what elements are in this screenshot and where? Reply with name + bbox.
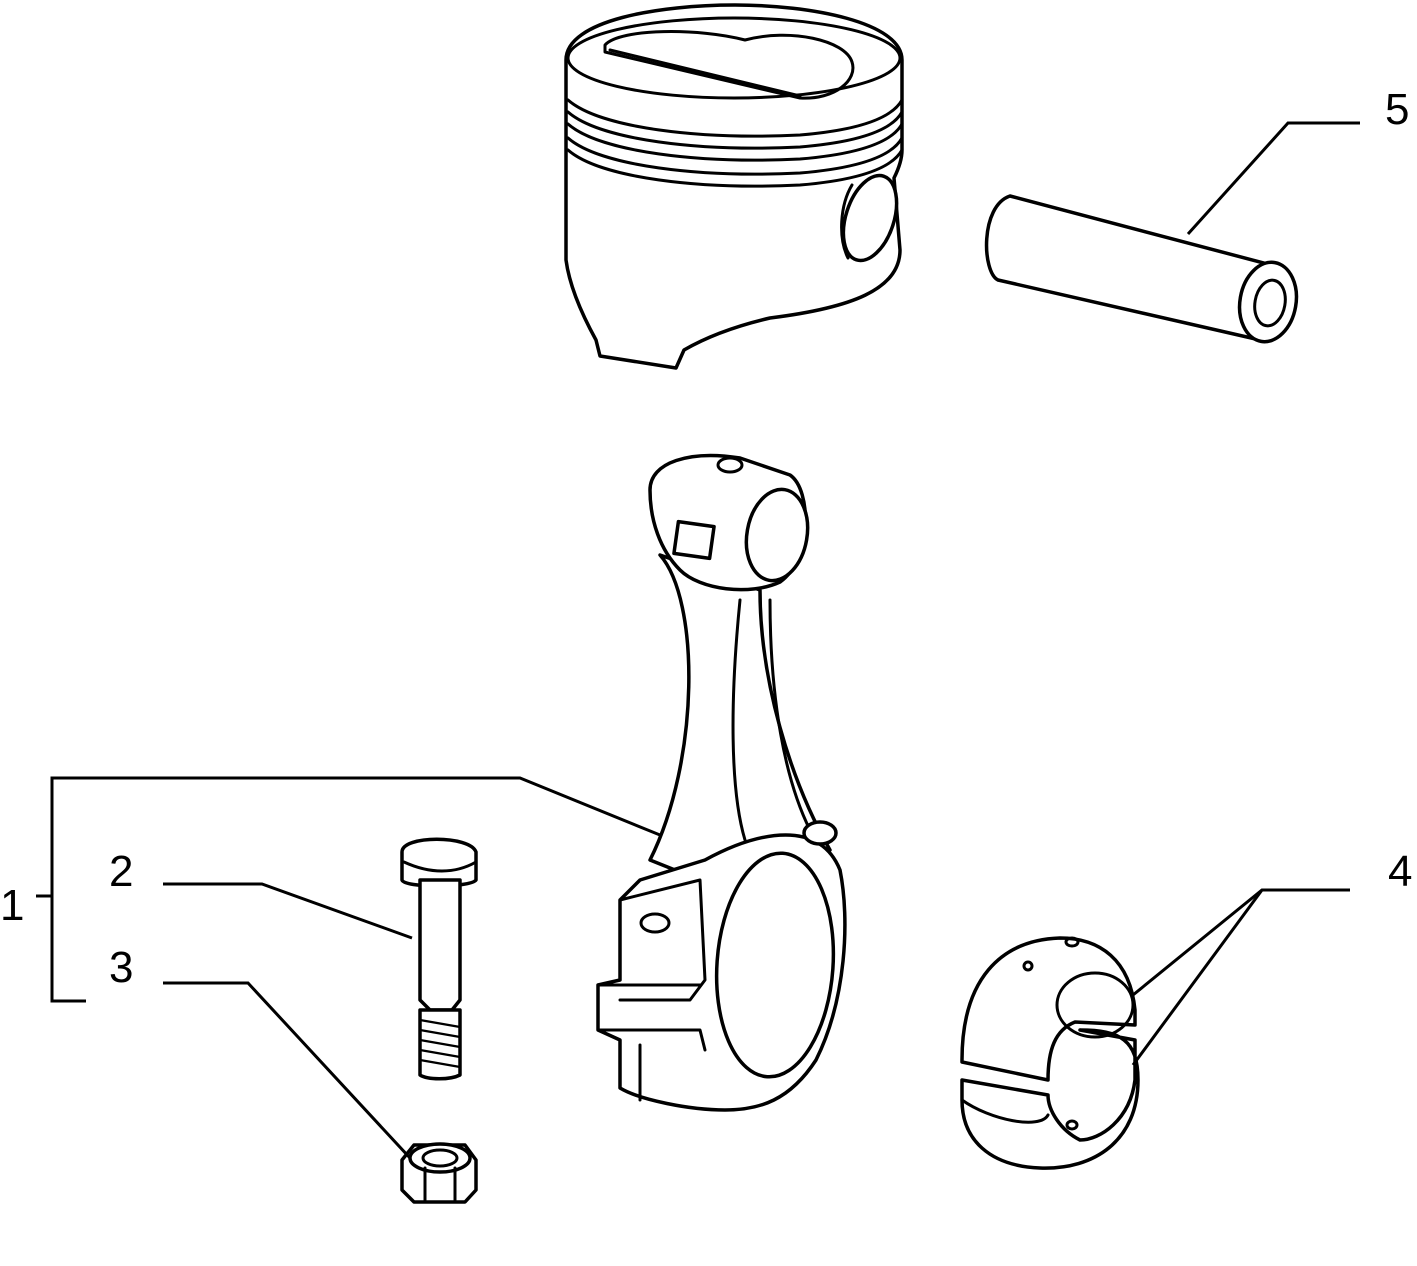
leader-line-4 xyxy=(1132,888,1350,997)
leader-line-1 xyxy=(50,776,661,1003)
callout-1: 1 xyxy=(0,881,25,930)
rod-nut xyxy=(400,1142,478,1204)
leader-line-5 xyxy=(1186,121,1360,236)
callout-2: 2 xyxy=(109,847,134,896)
piston-pin xyxy=(984,194,1299,344)
bearing-shells xyxy=(960,936,1140,1170)
connecting-rod xyxy=(596,453,847,1112)
piston xyxy=(564,3,904,370)
callout-3: 3 xyxy=(109,943,134,992)
callout-4: 4 xyxy=(1388,847,1413,896)
callout-5: 5 xyxy=(1385,85,1410,134)
leader-line-2 xyxy=(163,882,413,940)
leader-lines xyxy=(36,121,1360,1160)
leader-line-4b xyxy=(1131,889,1264,1066)
rod-bolt xyxy=(400,837,478,1081)
leader-line-3 xyxy=(163,981,412,1160)
